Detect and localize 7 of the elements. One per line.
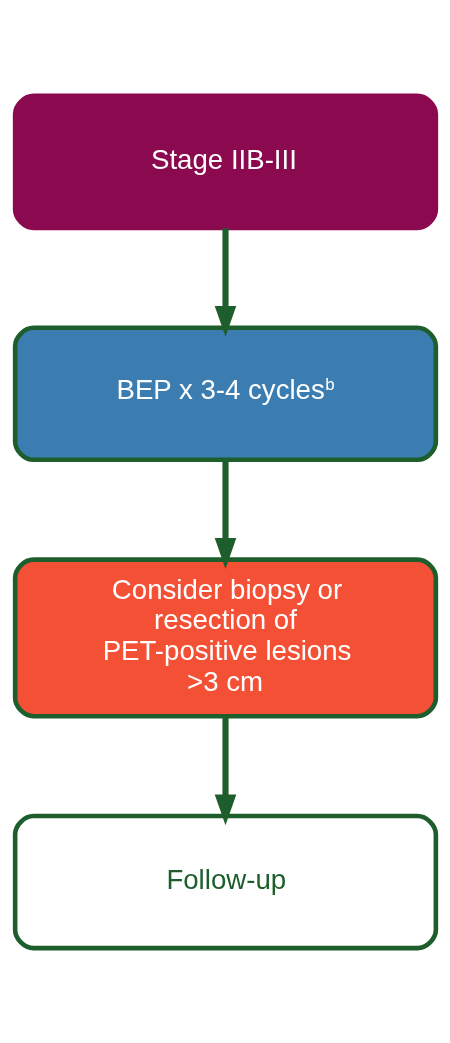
arrow — [214, 459, 236, 569]
arrow — [214, 715, 236, 825]
arrow — [214, 227, 236, 337]
node-box: Follow-up — [12, 813, 438, 950]
node-box: Stage IIB-III — [12, 93, 438, 230]
node-box: Consider biopsy or resection of PET-positive lesions >3 cm — [12, 556, 438, 719]
node-box: BEP x 3-4 cycles$^{b}$ — [12, 324, 438, 462]
